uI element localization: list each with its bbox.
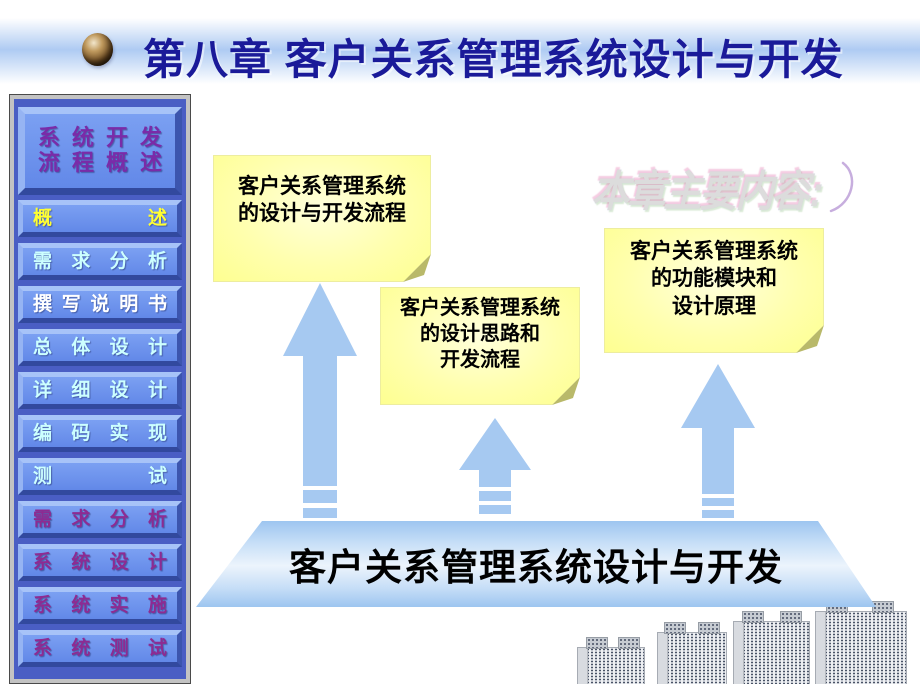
- building: [815, 601, 907, 684]
- sidebar-item-system-testing[interactable]: 系统测试: [18, 630, 182, 667]
- watermark-text: 本章主要内容:: [588, 168, 828, 216]
- sidebar-item-outline[interactable]: 概述: [18, 200, 182, 237]
- rooftop-unit: [780, 611, 802, 623]
- up-arrow-left: [283, 283, 357, 518]
- sidebar-item-label: 撰写说明书: [33, 293, 167, 315]
- sidebar-item-coding[interactable]: 编码实现: [18, 415, 182, 452]
- sidebar-item-label: 编码实现: [33, 422, 167, 444]
- sidebar-item-requirements-analysis-2[interactable]: 需求分析: [18, 501, 182, 538]
- sidebar-item-label: 概述: [33, 207, 167, 229]
- sidebar-item-overall-design[interactable]: 总体设计: [18, 329, 182, 366]
- building: [657, 622, 727, 684]
- sidebar-item-label: 系统设计: [33, 551, 167, 573]
- sidebar-item-testing[interactable]: 测试: [18, 458, 182, 495]
- sidebar-item-detailed-design[interactable]: 详细设计: [18, 372, 182, 409]
- sticky-note-design-ideas: 客户关系管理系统 的设计思路和 开发流程: [380, 287, 580, 405]
- sidebar-item-label: 系统测试: [33, 637, 167, 659]
- sidebar-item-requirements-analysis[interactable]: 需求分析: [18, 243, 182, 280]
- rooftop-unit: [664, 622, 686, 634]
- sidebar-item-overview-header[interactable]: 系统开发 流程概述: [18, 107, 182, 195]
- sticky-note-design-dev-process: 客户关系管理系统 的设计与开发流程: [213, 155, 431, 282]
- rooftop-unit: [742, 611, 764, 623]
- bullet-sphere-icon: [82, 33, 113, 66]
- city-buildings-illustration: [553, 596, 920, 684]
- rooftop-unit: [872, 601, 894, 613]
- rooftop-unit: [698, 622, 720, 634]
- sidebar-item-label: 总体设计: [33, 336, 167, 358]
- folded-corner-icon: [403, 254, 431, 282]
- up-arrow-right: [681, 364, 755, 518]
- sidebar-item-label: 系统实施: [33, 594, 167, 616]
- banner-label: 客户关系管理系统设计与开发: [289, 547, 783, 588]
- folded-corner-icon: [552, 377, 580, 405]
- folded-corner-icon: [796, 325, 824, 353]
- up-arrow-middle: [459, 418, 531, 514]
- swoosh-icon: [829, 161, 853, 213]
- sidebar-item-system-implementation[interactable]: 系统实施: [18, 587, 182, 624]
- sidebar-item-label: 测试: [33, 465, 167, 487]
- trapezoid-banner: 客户关系管理系统设计与开发: [196, 521, 876, 607]
- building: [577, 637, 645, 684]
- sidebar-item-label: 需求分析: [33, 508, 167, 530]
- sidebar-item-write-spec[interactable]: 撰写说明书: [18, 286, 182, 323]
- slide-title: 第八章 客户关系管理系统设计与开发: [143, 36, 844, 83]
- building: [733, 611, 810, 684]
- title-glow-band: [0, 18, 920, 84]
- sidebar-item-label: 详细设计: [33, 379, 167, 401]
- sticky-note-function-modules: 客户关系管理系统 的功能模块和 设计原理: [604, 228, 824, 353]
- sidebar-item-label: 需求分析: [33, 250, 167, 272]
- watermark: 本章主要内容:: [589, 154, 866, 220]
- sidebar-nav: 系统开发 流程概述 概述 需求分析 撰写说明书 总体设计 详细设计 编码实现 测…: [9, 94, 191, 684]
- rooftop-unit: [586, 637, 608, 649]
- sidebar-item-label: 系统开发 流程概述: [38, 125, 162, 175]
- rooftop-unit: [618, 637, 640, 649]
- sidebar-item-system-design[interactable]: 系统设计: [18, 544, 182, 581]
